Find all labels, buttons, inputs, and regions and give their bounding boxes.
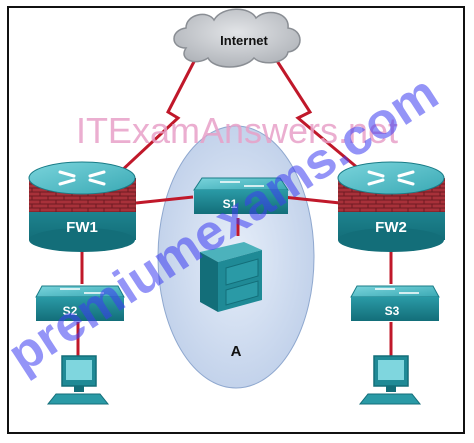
- server-icon: [200, 242, 262, 312]
- switch-s1: S1: [193, 177, 289, 214]
- links: [76, 49, 393, 358]
- cloud-label: Internet: [220, 33, 268, 48]
- fw2-label: FW2: [375, 219, 407, 236]
- s3-label: S3: [385, 304, 400, 318]
- switch-arrows-icon: [375, 288, 419, 294]
- firewall-fw2: FW2: [337, 161, 445, 252]
- wan-link-fw2: [268, 49, 366, 176]
- pc-icon: [358, 355, 422, 405]
- link-fw1-s1: [135, 195, 194, 205]
- router-arrows-icon: [58, 170, 106, 186]
- switch-arrows-icon: [60, 288, 104, 294]
- zone-a-label: A: [231, 343, 242, 360]
- router-arrows-icon: [367, 170, 415, 186]
- s2-label: S2: [63, 304, 78, 318]
- cloud-shape: [173, 8, 301, 68]
- firewall-fw1: FW1: [28, 161, 136, 252]
- switch-arrows-icon: [220, 181, 264, 187]
- fw1-label: FW1: [66, 219, 98, 236]
- pc-icon: [46, 355, 110, 405]
- s1-label: S1: [223, 197, 238, 211]
- diagram-frame: [7, 6, 465, 434]
- wan-link-fw1: [116, 49, 202, 176]
- switch-s3: S3: [350, 285, 440, 321]
- internet-cloud: Internet: [173, 8, 301, 68]
- watermark-primary: ITExamAnswers.net: [76, 110, 398, 151]
- link-s1-fw2: [282, 195, 341, 205]
- switch-s2: S2: [35, 285, 125, 321]
